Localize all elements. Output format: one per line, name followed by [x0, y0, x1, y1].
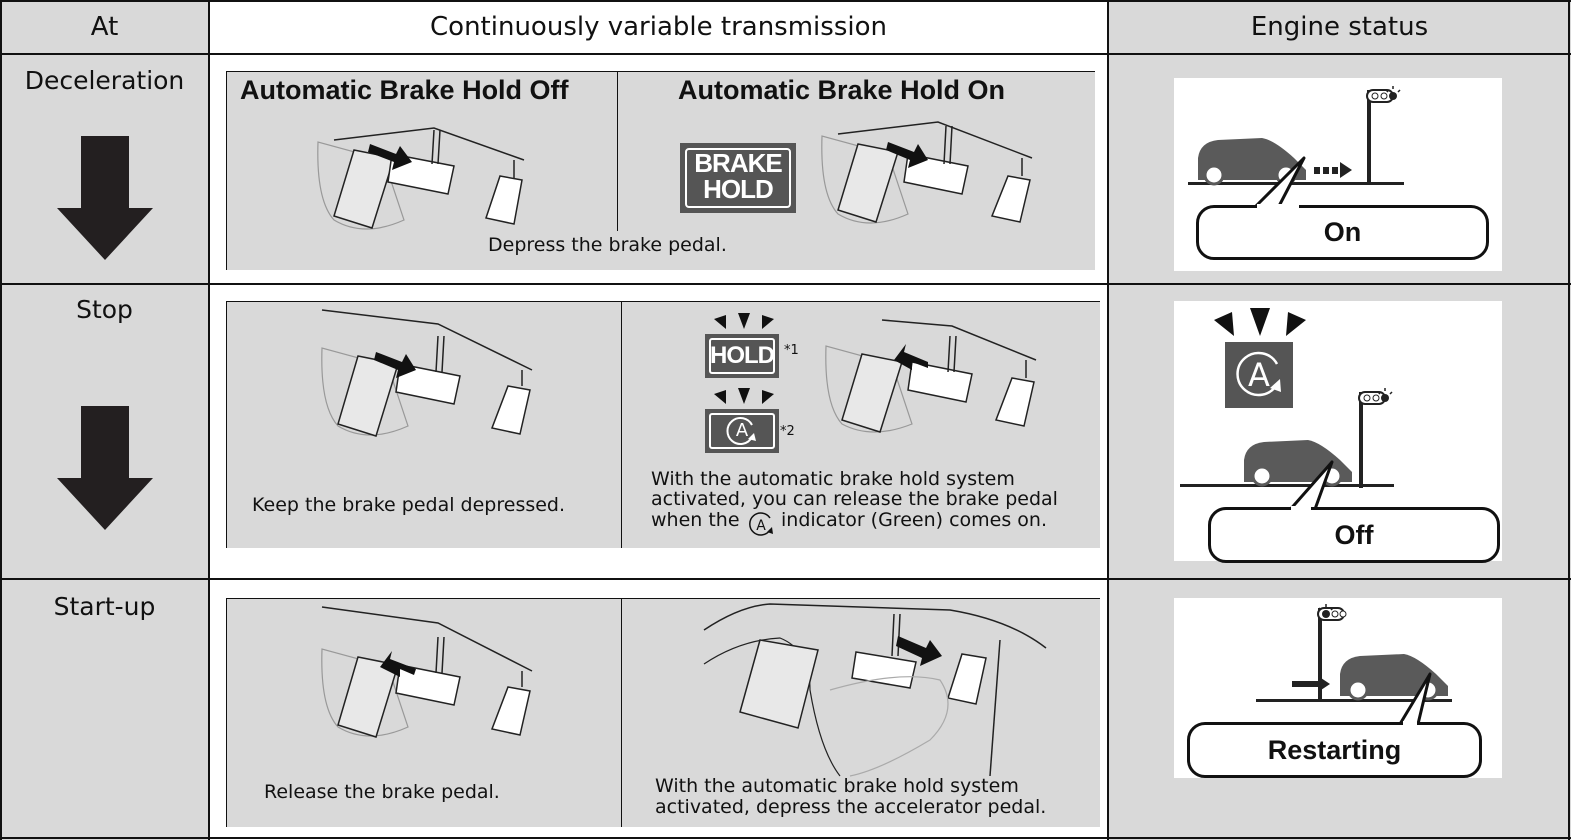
brake-pedal-illustration — [317, 127, 525, 230]
stop-caption-on-line3-b: indicator (Green) comes on. — [781, 509, 1047, 531]
auto-idle-stop-indicator-icon: A — [1225, 342, 1293, 408]
header-cvt: Continuously variable transmission — [430, 12, 887, 42]
deceleration-caption: Depress the brake pedal. — [488, 234, 727, 256]
header-engine-cell — [1108, 0, 1571, 54]
engine-status-on: On — [1196, 205, 1489, 260]
footnote-marker-2: *2 — [780, 424, 795, 439]
startup-caption-on-line1: With the automatic brake hold system — [655, 775, 1019, 797]
hold-indicator-text: HOLD — [710, 342, 775, 369]
svg-text:A: A — [756, 518, 766, 534]
auto-idle-stop-flash-icon — [1214, 308, 1306, 336]
flash-rays-icon — [714, 313, 774, 329]
auto-stop-inline-icon: A — [749, 512, 773, 536]
row-label-stop: Stop — [76, 295, 133, 324]
title-brake-hold-on: Automatic Brake Hold On — [678, 75, 1006, 105]
stop-caption-on-line2: activated, you can release the brake ped… — [651, 488, 1058, 510]
stop-caption-on-line3-a: when the — [651, 509, 740, 531]
header-engine-status: Engine status — [1250, 12, 1429, 42]
brake-pedal-illustration — [321, 309, 533, 437]
row-label-startup: Start-up — [53, 592, 156, 621]
car-departing-traffic-light-icon — [1256, 604, 1452, 726]
engine-status-off: Off — [1208, 507, 1500, 563]
title-brake-hold-off: Automatic Brake Hold Off — [240, 75, 569, 105]
brake-hold-indicator-icon: BRAKE HOLD — [680, 143, 796, 213]
hold-indicator-icon: HOLD — [705, 334, 779, 378]
stop-caption-on-line1: With the automatic brake hold system — [651, 468, 1015, 490]
brake-pedal-illustration — [825, 319, 1037, 433]
down-arrow-icon — [57, 136, 153, 260]
stop-caption-off: Keep the brake pedal depressed. — [252, 494, 566, 516]
down-arrow-icon — [57, 406, 153, 530]
stopped-car-traffic-light-icon — [1180, 388, 1394, 514]
brake-hold-line2: HOLD — [703, 174, 774, 204]
row-label-deceleration: Deceleration — [24, 66, 185, 95]
flash-rays-icon — [714, 388, 774, 404]
brake-pedal-illustration — [821, 121, 1033, 224]
brake-pedal-illustration — [321, 606, 533, 738]
auto-idle-stop-indicator-letter: A — [1248, 356, 1270, 394]
engine-status-restarting: Restarting — [1187, 722, 1482, 778]
header-at: At — [90, 12, 119, 42]
startup-caption-off: Release the brake pedal. — [264, 781, 500, 803]
footnote-marker-1: *1 — [784, 343, 799, 358]
brake-hold-line1: BRAKE — [694, 148, 782, 178]
header-at-cell — [0, 0, 209, 54]
auto-stop-indicator-letter: A — [735, 420, 749, 441]
accelerator-pedal-illustration — [703, 603, 1047, 777]
auto-stop-indicator-icon: A — [705, 409, 779, 453]
startup-caption-on-line2: activated, depress the accelerator pedal… — [655, 796, 1047, 818]
